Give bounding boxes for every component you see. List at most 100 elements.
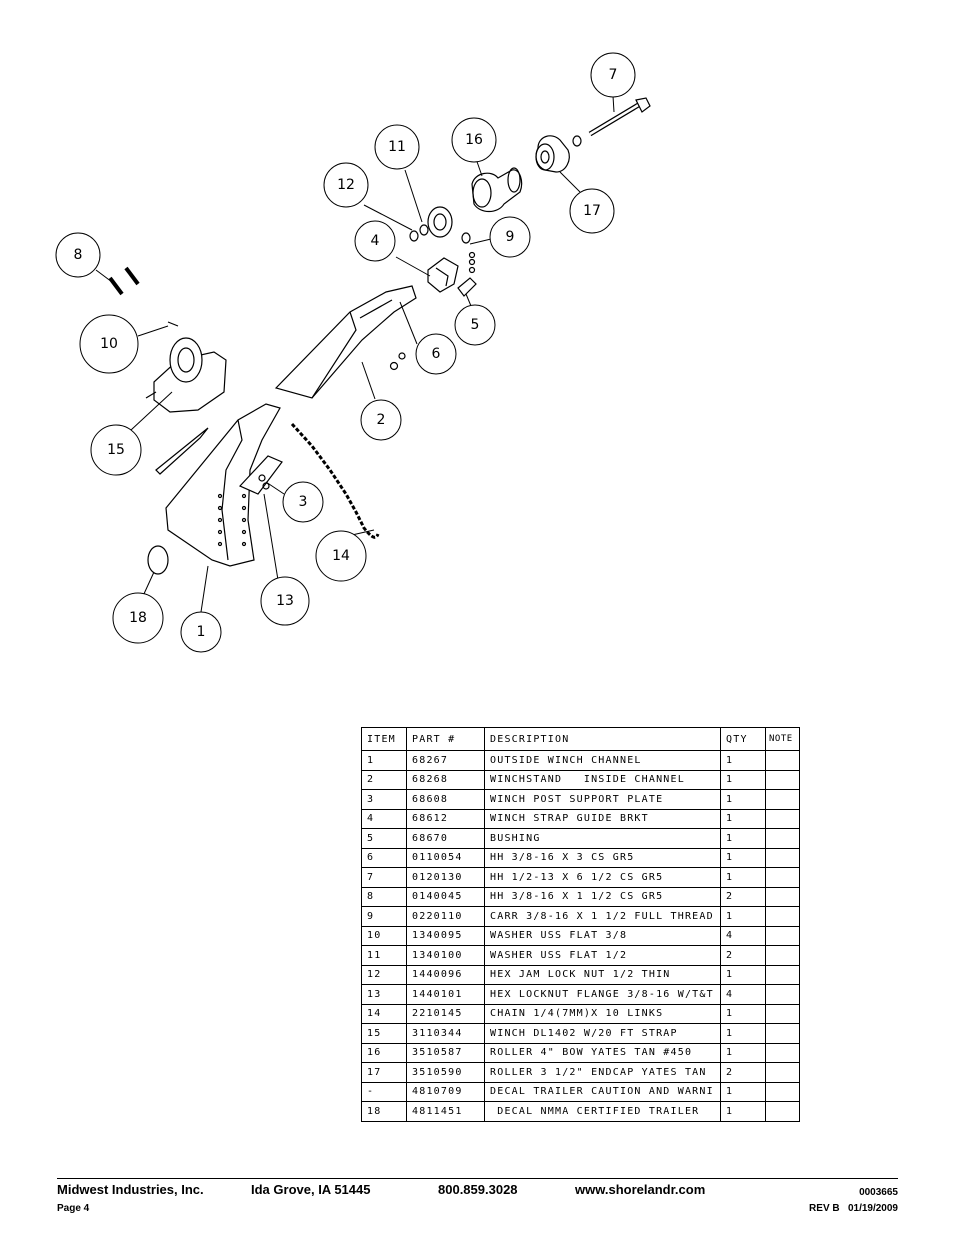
cell-description: BUSHING (484, 828, 721, 849)
footer-rule (57, 1178, 898, 1179)
cell-part-number: 0140045 (406, 886, 485, 907)
callout-label-18: 18 (129, 610, 147, 626)
cell-part-number: 1340095 (406, 925, 485, 946)
cell-part-number: 68267 (406, 750, 485, 771)
cell-item: 5 (361, 828, 407, 849)
cell-note (765, 964, 800, 985)
cell-part-number: 68612 (406, 808, 485, 829)
cell-note (765, 984, 800, 1005)
cell-note (765, 925, 800, 946)
cell-note (765, 906, 800, 927)
cell-description: DECAL TRAILER CAUTION AND WARNI (484, 1081, 721, 1102)
callout-circle-1 (180, 611, 222, 653)
callout-circle-17 (569, 188, 615, 234)
footer-page: Page 4 (57, 1203, 90, 1214)
cell-item: 10 (361, 925, 407, 946)
callout-label-9: 9 (506, 229, 515, 245)
cell-item: 7 (361, 867, 407, 888)
callout-circle-2 (360, 399, 402, 441)
cell-note (765, 847, 800, 868)
inside-channel-part-2 (274, 285, 417, 399)
cell-item: 8 (361, 886, 407, 907)
cell-qty: 4 (720, 984, 766, 1005)
cell-qty: 1 (720, 867, 766, 888)
cell-note (765, 1062, 800, 1083)
cell-item: 15 (361, 1023, 407, 1044)
callout-label-6: 6 (432, 346, 441, 362)
cell-item: 14 (361, 1003, 407, 1024)
cell-description: CARR 3/8-16 X 1 1/2 FULL THREAD GR5 (484, 906, 721, 927)
cell-item: 9 (361, 906, 407, 927)
cell-note (765, 769, 800, 790)
cell-qty: 2 (720, 886, 766, 907)
cell-part-number: 68670 (406, 828, 485, 849)
callout-circle-14 (315, 530, 367, 582)
cell-note (765, 750, 800, 771)
cell-qty: 1 (720, 1101, 766, 1122)
cell-item: 3 (361, 789, 407, 810)
cell-note (765, 808, 800, 829)
cell-description: HH 1/2-13 X 6 1/2 CS GR5 (484, 867, 721, 888)
callout-label-15: 15 (107, 442, 125, 458)
callout-label-4: 4 (371, 233, 380, 249)
cell-note (765, 867, 800, 888)
cell-qty: 1 (720, 1081, 766, 1102)
footer-doc-number: 0003665 (859, 1187, 898, 1198)
cell-part-number: 0220110 (406, 906, 485, 927)
footer-website: www.shorelandr.com (575, 1182, 706, 1197)
callout-circle-11 (374, 124, 420, 170)
cell-note (765, 945, 800, 966)
cell-part-number: 68608 (406, 789, 485, 810)
cell-part-number: 1440096 (406, 964, 485, 985)
callout-circle-7 (590, 52, 636, 98)
cell-description: DECAL NMMA CERTIFIED TRAILER (484, 1101, 721, 1122)
cell-qty: 1 (720, 808, 766, 829)
callout-circle-6 (415, 333, 457, 375)
cell-item: 18 (361, 1101, 407, 1122)
cell-qty: 2 (720, 945, 766, 966)
cell-note (765, 1023, 800, 1044)
cell-item: - (361, 1081, 407, 1102)
cell-qty: 1 (720, 1003, 766, 1024)
footer-phone: 800.859.3028 (438, 1182, 518, 1197)
footer-city: Ida Grove, IA 51445 (251, 1182, 371, 1197)
cell-qty: 1 (720, 1042, 766, 1063)
header-part-number: PART # (406, 727, 485, 751)
cell-qty: 1 (720, 750, 766, 771)
cell-description: WINCH POST SUPPORT PLATE (484, 789, 721, 810)
table-header-row: ITEM PART # DESCRIPTION QTY NOTE (361, 727, 800, 751)
cell-part-number: 3510590 (406, 1062, 485, 1083)
cell-part-number: 1440101 (406, 984, 485, 1005)
callout-circle-12 (323, 162, 369, 208)
cell-qty: 1 (720, 847, 766, 868)
header-qty: QTY (720, 727, 766, 751)
cell-note (765, 886, 800, 907)
callout-label-3: 3 (299, 494, 308, 510)
cell-item: 16 (361, 1042, 407, 1063)
cell-item: 2 (361, 769, 407, 790)
cell-description: ROLLER 3 1/2" ENDCAP YATES TAN (484, 1062, 721, 1083)
cell-qty: 1 (720, 828, 766, 849)
footer-revision: REV B 01/19/2009 (809, 1203, 898, 1214)
callout-label-10: 10 (100, 336, 118, 352)
callout-circle-16 (451, 117, 497, 163)
callout-label-8: 8 (74, 247, 83, 263)
callout-circle-5 (454, 304, 496, 346)
cell-item: 13 (361, 984, 407, 1005)
cell-note (765, 789, 800, 810)
cell-part-number: 68268 (406, 769, 485, 790)
cell-part-number: 0120130 (406, 867, 485, 888)
callout-circle-3 (282, 481, 324, 523)
cell-description: HEX LOCKNUT FLANGE 3/8-16 W/T&T (484, 984, 721, 1005)
exploded-parts-diagram: 7 16 11 12 17 9 4 8 5 10 6 2 15 3 14 13 … (55, 52, 651, 653)
